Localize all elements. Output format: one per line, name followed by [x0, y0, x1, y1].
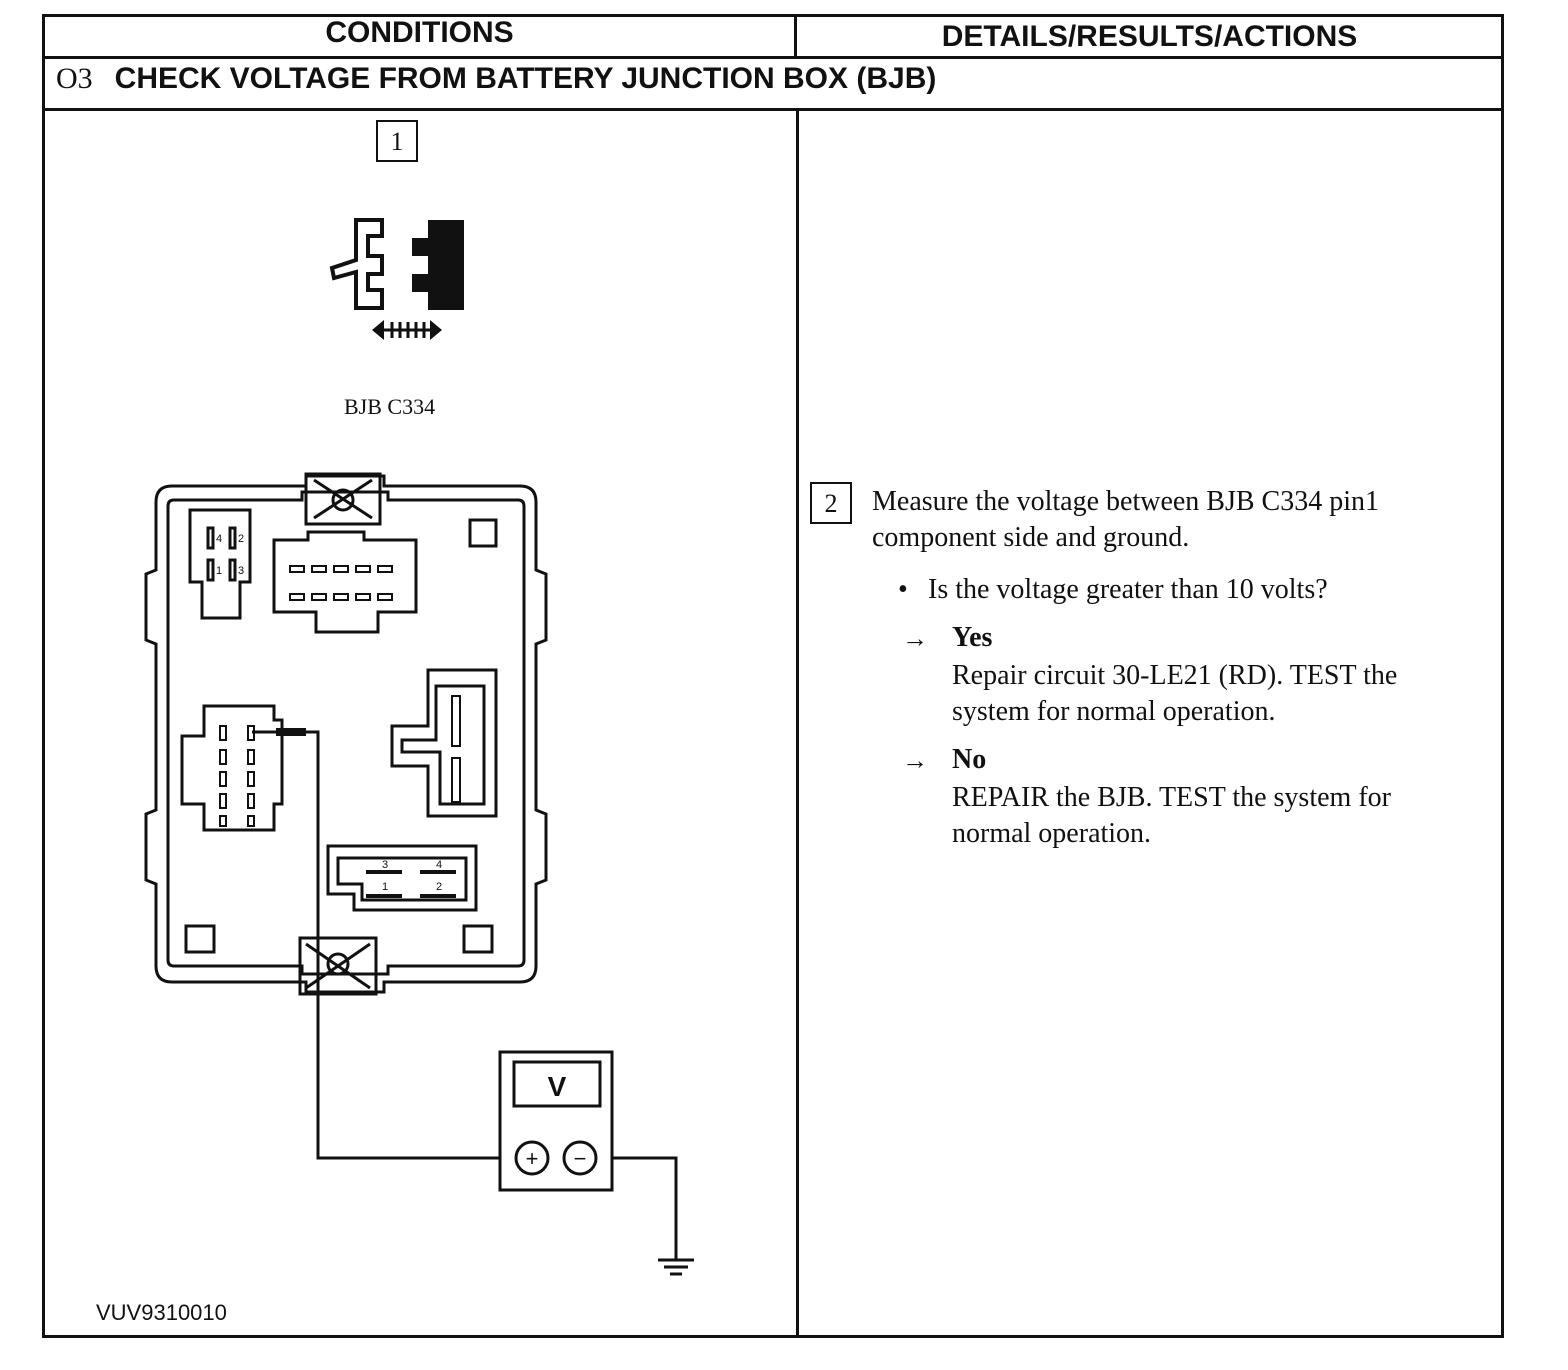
plus-sign: + — [526, 1146, 539, 1171]
yes-arrow-icon: → — [902, 624, 928, 653]
voltmeter-minus-terminal — [562, 1140, 598, 1176]
relay-pin-3: 3 — [382, 859, 388, 871]
connector-pin-3: 3 — [238, 565, 244, 577]
bullet-icon: • — [898, 574, 908, 605]
instruction-text: Measure the voltage between BJB C334 pin… — [872, 486, 1380, 553]
step-number: O3 — [56, 62, 93, 95]
question-text: Is the voltage greater than 10 volts? — [928, 574, 1328, 605]
minus-sign: − — [574, 1146, 587, 1171]
voltmeter-label: V — [548, 1071, 567, 1102]
title-divider — [42, 108, 1504, 111]
connector-pin-4: 4 — [216, 533, 222, 545]
relay-pin-4: 4 — [436, 859, 442, 871]
details-header: DETAILS/RESULTS/ACTIONS — [941, 20, 1358, 53]
relay-pin-1: 1 — [382, 881, 388, 893]
relay-pin-2: 2 — [436, 881, 442, 893]
connector-disconnect-icon — [329, 218, 464, 340]
conditions-header: CONDITIONS — [325, 16, 514, 49]
bjb-diagram: 4 2 1 3 3 4 1 2 V + − — [144, 472, 694, 1276]
figure-id: VUV9310010 — [96, 1300, 227, 1325]
body-column-divider — [796, 108, 799, 1338]
connector-caption: BJB C334 — [344, 394, 436, 419]
yes-label: Yes — [952, 622, 993, 653]
voltmeter-display — [512, 1060, 602, 1108]
step-title: O3 CHECK VOLTAGE FROM BATTERY JUNCTION BO… — [56, 62, 936, 96]
voltmeter-plus-terminal — [514, 1140, 550, 1176]
table-frame — [42, 14, 1504, 1338]
no-label: No — [952, 744, 987, 775]
connector-pin-1: 1 — [216, 565, 222, 577]
header-column-divider — [794, 14, 797, 59]
yes-action: Repair circuit 30-LE21 (RD). TEST the sy… — [952, 660, 1398, 727]
connector-pin-2: 2 — [238, 533, 244, 545]
step-box-1: 1 — [376, 120, 418, 162]
header-divider — [42, 56, 1504, 59]
step-title-text: CHECK VOLTAGE FROM BATTERY JUNCTION BOX … — [114, 62, 937, 95]
step-box-2: 2 — [810, 482, 852, 524]
no-action: REPAIR the BJB. TEST the system for norm… — [952, 782, 1391, 849]
no-arrow-icon: → — [902, 746, 928, 775]
